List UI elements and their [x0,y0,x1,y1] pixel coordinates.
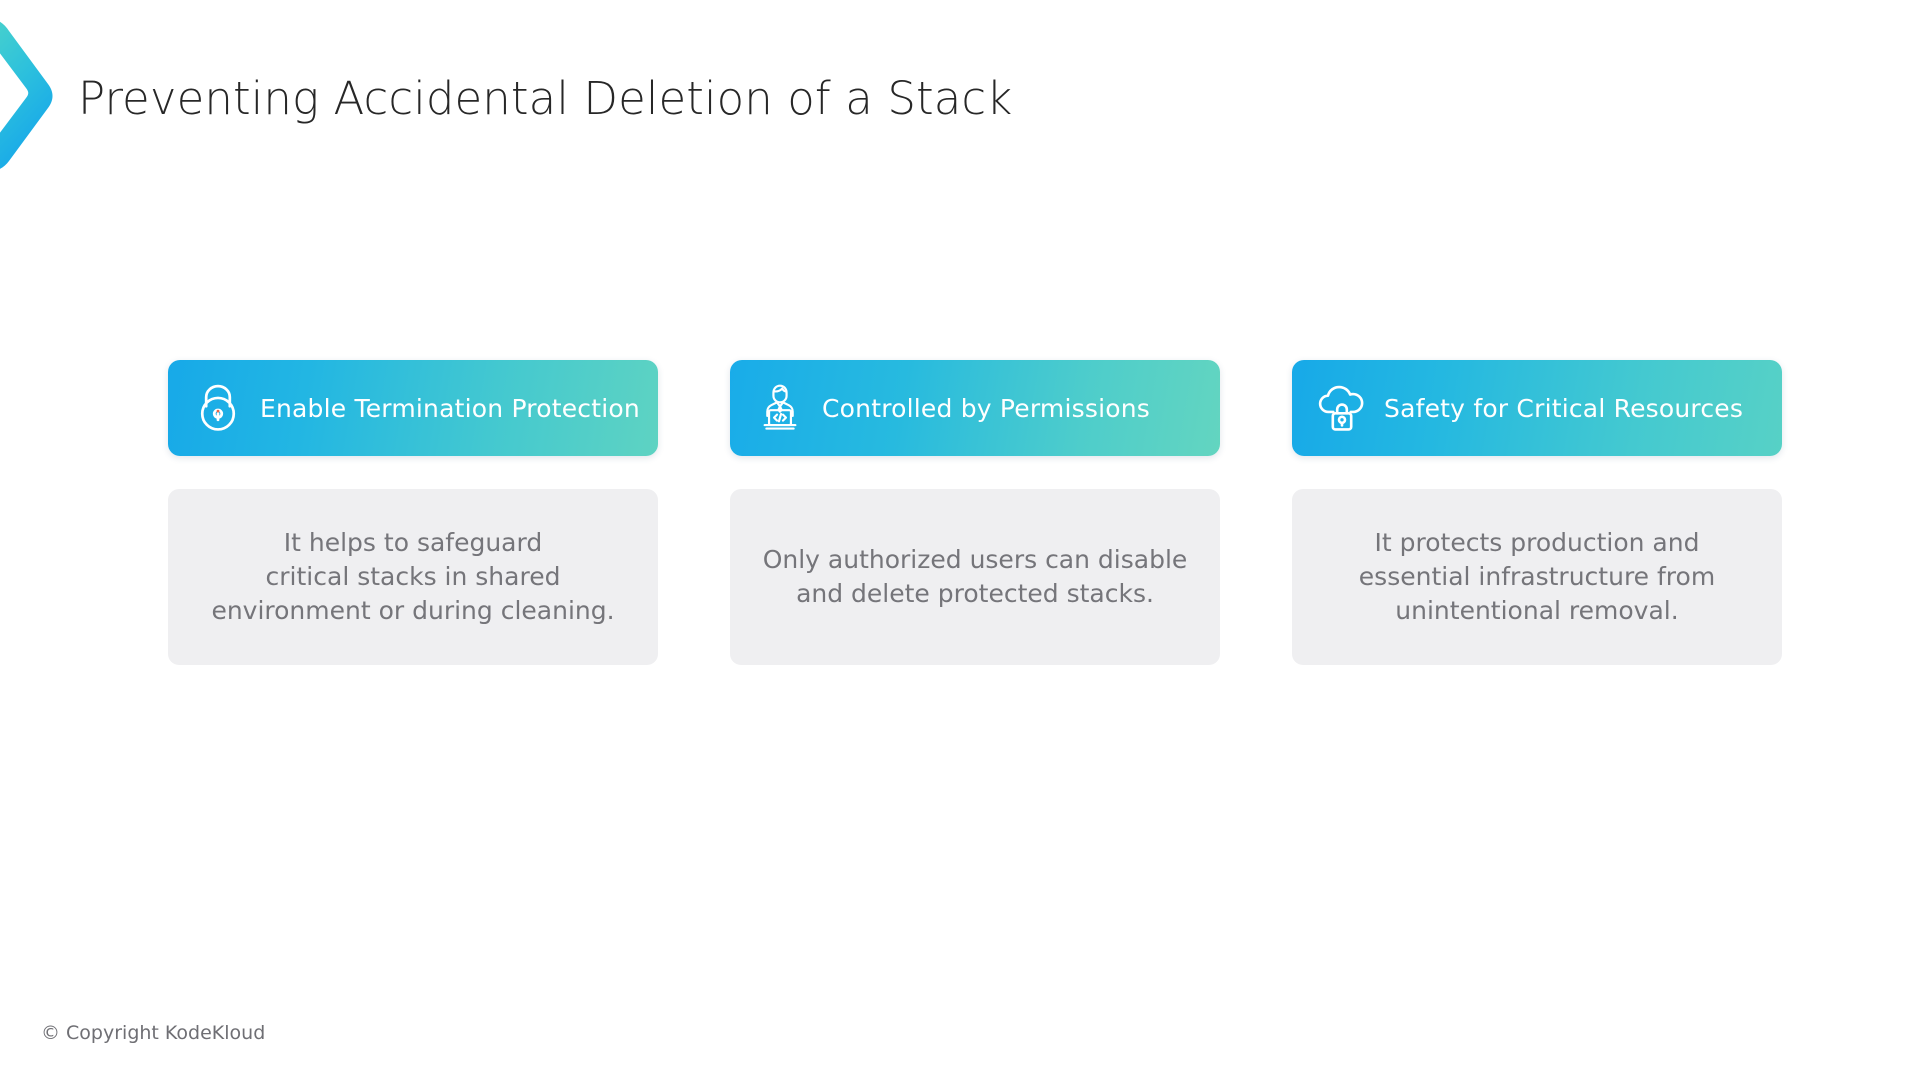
chevron-right-logo [0,21,53,169]
developer-laptop-code-icon [763,384,797,430]
feature-card-header[interactable]: Controlled by Permissions [730,360,1220,456]
feature-card-header[interactable]: Enable Termination Protection [168,360,658,456]
footer-copyright: © Copyright KodeKloud [41,1022,266,1044]
page-title: Preventing Accidental Deletion of a Stac… [78,72,1013,125]
feature-card-header[interactable]: Safety for Critical Resources [1292,360,1782,456]
feature-card-description: It protects production and essential inf… [1358,527,1716,626]
feature-card-permissions: Controlled by Permissions Only authorize… [730,360,1220,665]
feature-card-termination-protection: Enable Termination Protection It helps t… [168,360,658,665]
feature-card-description: It helps to safeguard critical stacks in… [211,527,615,626]
feature-card-body: It helps to safeguard critical stacks in… [168,489,658,665]
feature-card-body: Only authorized users can disable and de… [730,489,1220,665]
feature-card-critical-resources: Safety for Critical Resources It protect… [1292,360,1782,665]
feature-card-title: Controlled by Permissions [822,393,1150,423]
feature-cards-row: Enable Termination Protection It helps t… [168,360,1782,665]
cloud-lock-icon [1318,385,1364,431]
feature-card-title: Enable Termination Protection [260,393,640,423]
feature-card-body: It protects production and essential inf… [1292,489,1782,665]
feature-card-description: Only authorized users can disable and de… [762,544,1188,608]
padlock-icon [200,384,236,431]
feature-card-title: Safety for Critical Resources [1384,393,1744,423]
